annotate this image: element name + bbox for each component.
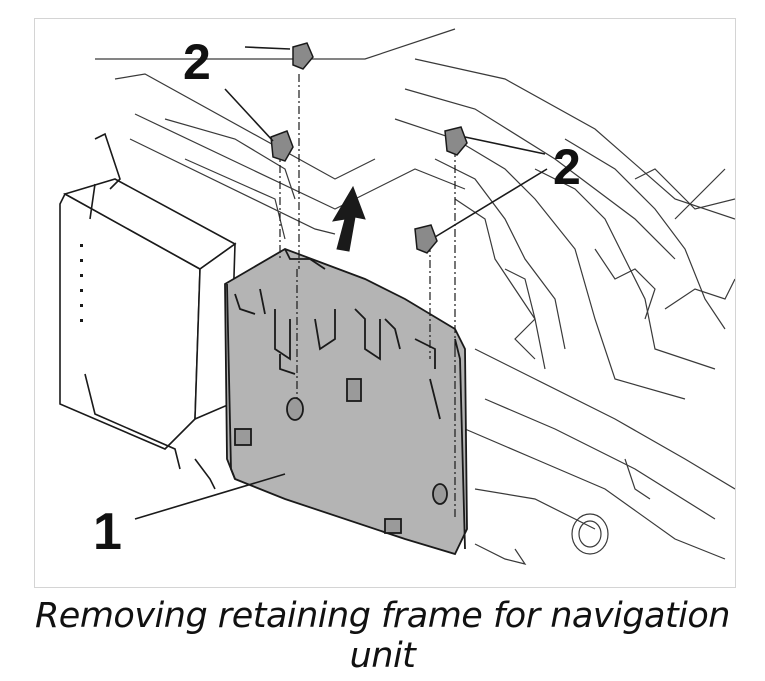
exploded-view-illustration: 2 2 1 <box>34 18 736 588</box>
dashboard-structure <box>95 28 735 565</box>
figure-caption: Removing retaining frame for navigation … <box>34 596 731 676</box>
callout-2-right: 2 <box>553 139 581 195</box>
clip-upper-left <box>270 130 294 162</box>
clip-upper-right <box>444 126 468 156</box>
up-arrow-icon <box>332 185 366 252</box>
leader-lines <box>134 46 548 520</box>
retaining-clips <box>270 42 468 254</box>
callout-2-top: 2 <box>183 34 211 90</box>
callout-1-frame: 1 <box>93 503 122 561</box>
assembly-lines <box>279 74 456 519</box>
clip-top <box>292 42 314 70</box>
retaining-frame <box>224 248 468 556</box>
clip-lower-right <box>414 224 438 254</box>
navigation-unit-body <box>59 132 237 490</box>
